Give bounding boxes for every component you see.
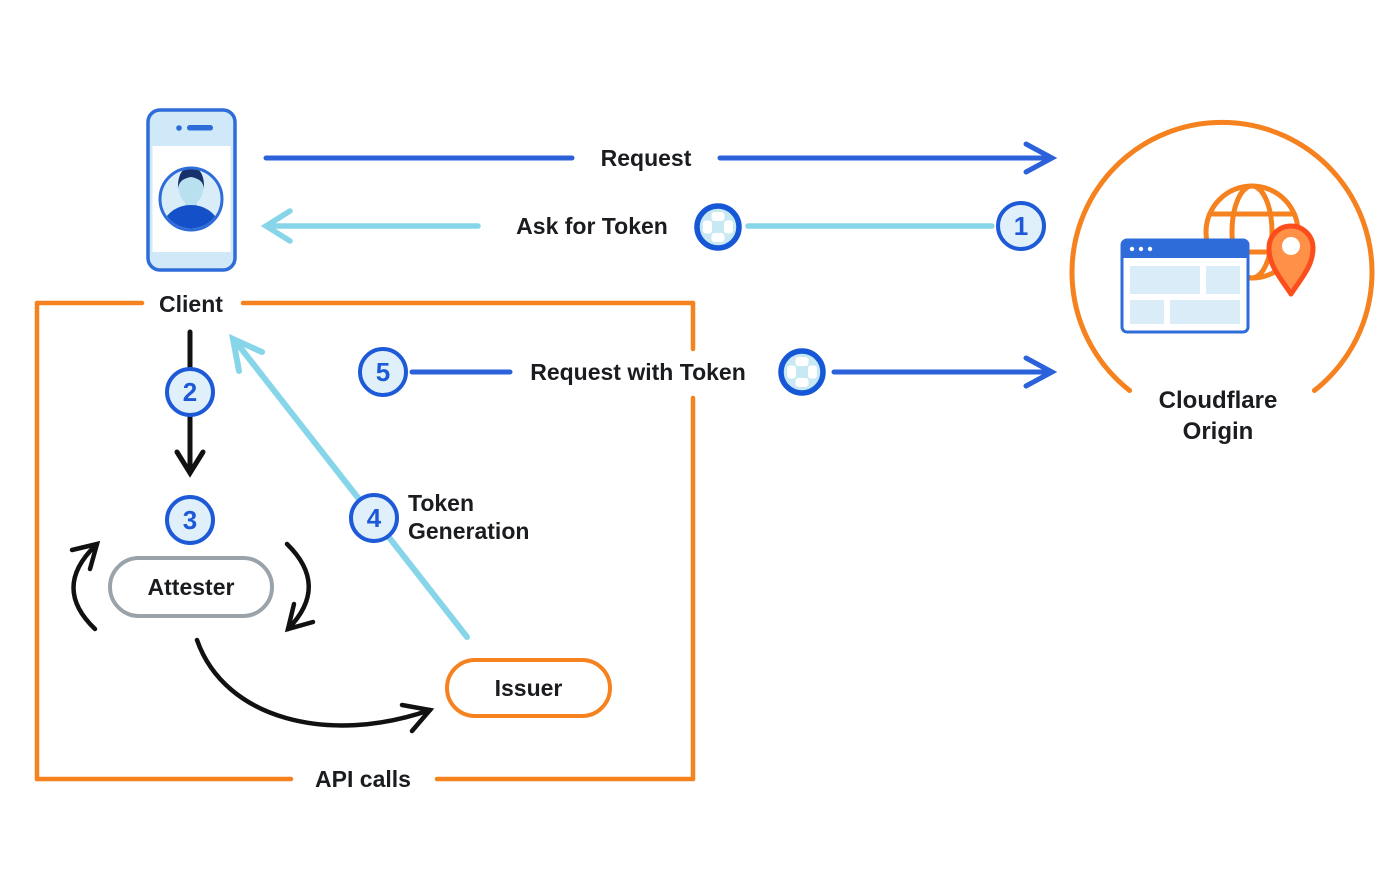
location-pin-icon [1266, 223, 1316, 297]
api-calls-label: API calls [315, 766, 411, 792]
token-generation-arrow [228, 333, 470, 640]
attester-node: Attester [108, 556, 274, 618]
cloudflare-origin-label: Cloudflare Origin [1118, 385, 1318, 447]
request-with-token-arrow [409, 355, 1058, 389]
step-circle-1: 1 [996, 201, 1046, 251]
token-generation-label: Token Generation [408, 489, 568, 545]
issuer-label: Issuer [494, 674, 563, 701]
attester-loop-arrow-right [284, 541, 316, 633]
ask-for-token-label: Ask for Token [516, 213, 668, 239]
issuer-node: Issuer [445, 658, 612, 718]
attester-to-issuer-arrow [194, 637, 435, 734]
cloudflare-origin-circle [1069, 119, 1375, 393]
browser-window-icon [1120, 238, 1250, 334]
token-icon [778, 348, 826, 396]
client-label: Client [159, 291, 223, 317]
api-calls-box [34, 300, 696, 782]
cloudflare-origin-label-line1: Cloudflare [1158, 387, 1278, 414]
cloudflare-origin-label-line2: Origin [1182, 418, 1254, 445]
attester-label: Attester [147, 573, 235, 600]
token-generation-label-line1: Token [408, 490, 475, 516]
step-circle-4: 4 [349, 493, 399, 543]
token-generation-label-line2: Generation [408, 518, 530, 544]
token-icon [694, 203, 742, 251]
phone-icon [146, 108, 237, 272]
ask-for-token-arrow [260, 208, 995, 244]
step-circle-3: 3 [165, 495, 215, 545]
request-arrow [263, 141, 1058, 175]
step-circle-5: 5 [358, 347, 408, 397]
request-with-token-label: Request with Token [530, 359, 746, 385]
attester-loop-arrow-left [69, 540, 101, 632]
request-arrow-label: Request [600, 145, 692, 171]
step-circle-2: 2 [165, 367, 215, 417]
